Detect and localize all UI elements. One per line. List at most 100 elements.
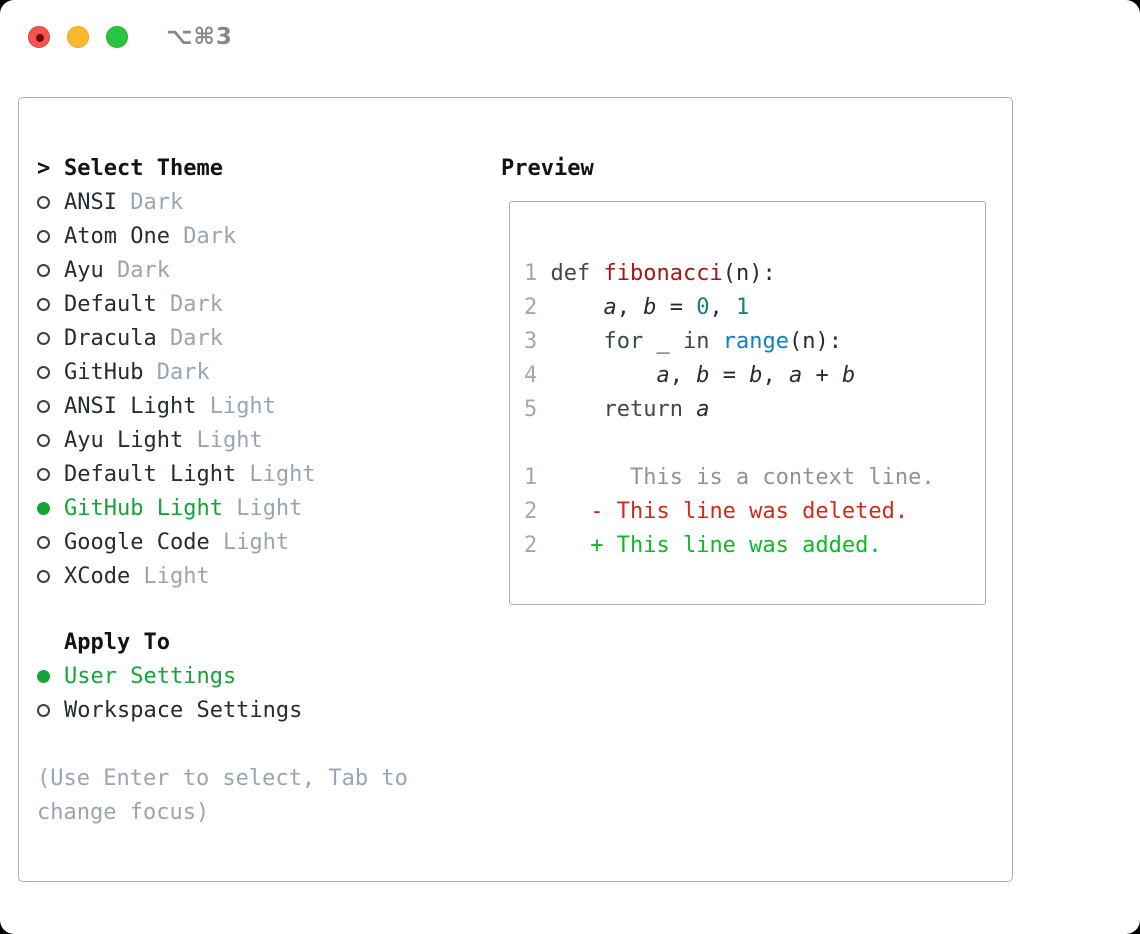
radio-icon bbox=[37, 195, 50, 209]
radio-cell bbox=[37, 195, 64, 209]
radio-icon bbox=[37, 535, 50, 549]
radio-cell bbox=[37, 297, 64, 311]
theme-name: Dracula bbox=[64, 325, 157, 351]
radio-cell bbox=[37, 229, 64, 243]
code-segment: (n): bbox=[722, 260, 776, 286]
theme-name: XCode bbox=[64, 563, 131, 589]
code-segment: + This line was added. bbox=[590, 532, 882, 558]
radio-icon bbox=[37, 569, 50, 583]
line-gutter: 2 bbox=[524, 498, 591, 524]
radio-cell bbox=[37, 433, 64, 447]
radio-cell bbox=[37, 399, 64, 413]
apply-option-label: User Settings bbox=[64, 663, 237, 689]
title-bar: ⌥⌘3 bbox=[0, 0, 1140, 74]
line-gutter: 3 bbox=[524, 328, 604, 354]
radio-icon bbox=[37, 297, 50, 311]
theme-variant-tag: Light bbox=[130, 563, 210, 589]
code-segment: = bbox=[656, 294, 697, 320]
radio-icon bbox=[37, 399, 50, 413]
code-line: 5 return a bbox=[524, 392, 935, 426]
code-line: 2 + This line was added. bbox=[524, 528, 935, 562]
line-gutter: 1 bbox=[524, 260, 551, 286]
theme-option-default[interactable]: Default Dark bbox=[37, 287, 316, 321]
theme-list-header: > Select Theme bbox=[37, 151, 316, 185]
theme-name: Default Light bbox=[64, 461, 237, 487]
theme-option-github-light[interactable]: GitHub Light Light bbox=[37, 491, 316, 525]
theme-name: Google Code bbox=[64, 529, 210, 555]
theme-variant-tag: Dark bbox=[156, 291, 223, 317]
code-segment: a bbox=[656, 362, 670, 388]
window-title: ⌥⌘3 bbox=[166, 24, 233, 50]
theme-name: Atom One bbox=[64, 223, 170, 249]
code-segment: in bbox=[682, 328, 723, 354]
code-segment: a bbox=[603, 294, 617, 320]
theme-variant-tag: Light bbox=[222, 495, 303, 521]
radio-cell bbox=[37, 263, 64, 277]
radio-cell bbox=[37, 501, 64, 515]
keyboard-hint: (Use Enter to select, Tab to change focu… bbox=[37, 766, 408, 825]
code-line: 2 a, b = 0, 1 bbox=[524, 290, 935, 324]
radio-cell bbox=[37, 569, 64, 583]
radio-cell bbox=[37, 535, 64, 549]
theme-variant-tag: Dark bbox=[116, 189, 184, 215]
code-segment: b bbox=[749, 362, 763, 388]
code-segment: , bbox=[709, 294, 736, 320]
code-segment: b bbox=[643, 294, 657, 320]
radio-cell bbox=[37, 703, 64, 717]
zoom-button[interactable] bbox=[106, 26, 128, 48]
theme-option-ayu[interactable]: Ayu Dark bbox=[37, 253, 316, 287]
apply-option-workspace-settings[interactable]: Workspace Settings bbox=[37, 693, 302, 727]
theme-variant-tag: Dark bbox=[156, 325, 223, 351]
theme-option-ansi-light[interactable]: ANSI Light Light bbox=[37, 389, 316, 423]
code-segment: , bbox=[762, 362, 789, 388]
code-segment: , bbox=[616, 294, 644, 320]
radio-cell bbox=[37, 331, 64, 345]
apply-to-header-row: Apply To bbox=[37, 625, 302, 659]
prompt-caret: > bbox=[37, 155, 51, 181]
code-segment: (n): bbox=[788, 328, 842, 354]
code-line: 4 a, b = b, a + b bbox=[524, 358, 935, 392]
theme-variant-tag: Dark bbox=[143, 359, 210, 385]
code-line: 3 for _ in range(n): bbox=[524, 324, 935, 358]
theme-variant-tag: Light bbox=[236, 461, 316, 487]
theme-name: GitHub bbox=[64, 359, 144, 385]
apply-option-user-settings[interactable]: User Settings bbox=[37, 659, 302, 693]
code-segment: , bbox=[669, 362, 697, 388]
theme-list-title: Select Theme bbox=[64, 155, 223, 181]
radio-icon bbox=[37, 331, 50, 345]
apply-option-label: Workspace Settings bbox=[64, 697, 303, 723]
theme-option-github[interactable]: GitHub Dark bbox=[37, 355, 316, 389]
radio-selected-icon bbox=[37, 501, 50, 515]
theme-variant-tag: Dark bbox=[169, 223, 237, 249]
radio-cell bbox=[37, 669, 64, 683]
radio-icon bbox=[37, 433, 50, 447]
theme-option-atom-one[interactable]: Atom One Dark bbox=[37, 219, 316, 253]
theme-option-ansi[interactable]: ANSI Dark bbox=[37, 185, 316, 219]
code-segment: for bbox=[603, 328, 657, 354]
theme-variant-tag: Dark bbox=[103, 257, 170, 283]
line-gutter: 1 bbox=[524, 464, 630, 490]
theme-option-ayu-light[interactable]: Ayu Light Light bbox=[37, 423, 316, 457]
code-segment: a bbox=[696, 396, 710, 422]
theme-option-xcode[interactable]: XCode Light bbox=[37, 559, 316, 593]
theme-option-dracula[interactable]: Dracula Dark bbox=[37, 321, 316, 355]
radio-icon bbox=[37, 467, 50, 481]
theme-option-default-light[interactable]: Default Light Light bbox=[37, 457, 316, 491]
code-segment: a bbox=[788, 362, 803, 388]
radio-icon bbox=[37, 703, 50, 717]
minimize-button[interactable] bbox=[67, 26, 89, 48]
code-segment: return bbox=[603, 396, 697, 422]
theme-name: Default bbox=[64, 291, 157, 317]
close-button[interactable] bbox=[28, 26, 50, 48]
radio-icon bbox=[37, 365, 50, 379]
theme-variant-tag: Light bbox=[196, 393, 276, 419]
line-gutter: 5 bbox=[524, 396, 604, 422]
theme-option-google-code[interactable]: Google Code Light bbox=[37, 525, 316, 559]
code-segment: range bbox=[722, 328, 789, 354]
radio-cell bbox=[37, 365, 64, 379]
theme-name: ANSI bbox=[64, 189, 117, 215]
theme-name: GitHub Light bbox=[64, 495, 223, 521]
code-line: 1 def fibonacci(n): bbox=[524, 256, 935, 290]
theme-name: ANSI Light bbox=[64, 393, 197, 419]
